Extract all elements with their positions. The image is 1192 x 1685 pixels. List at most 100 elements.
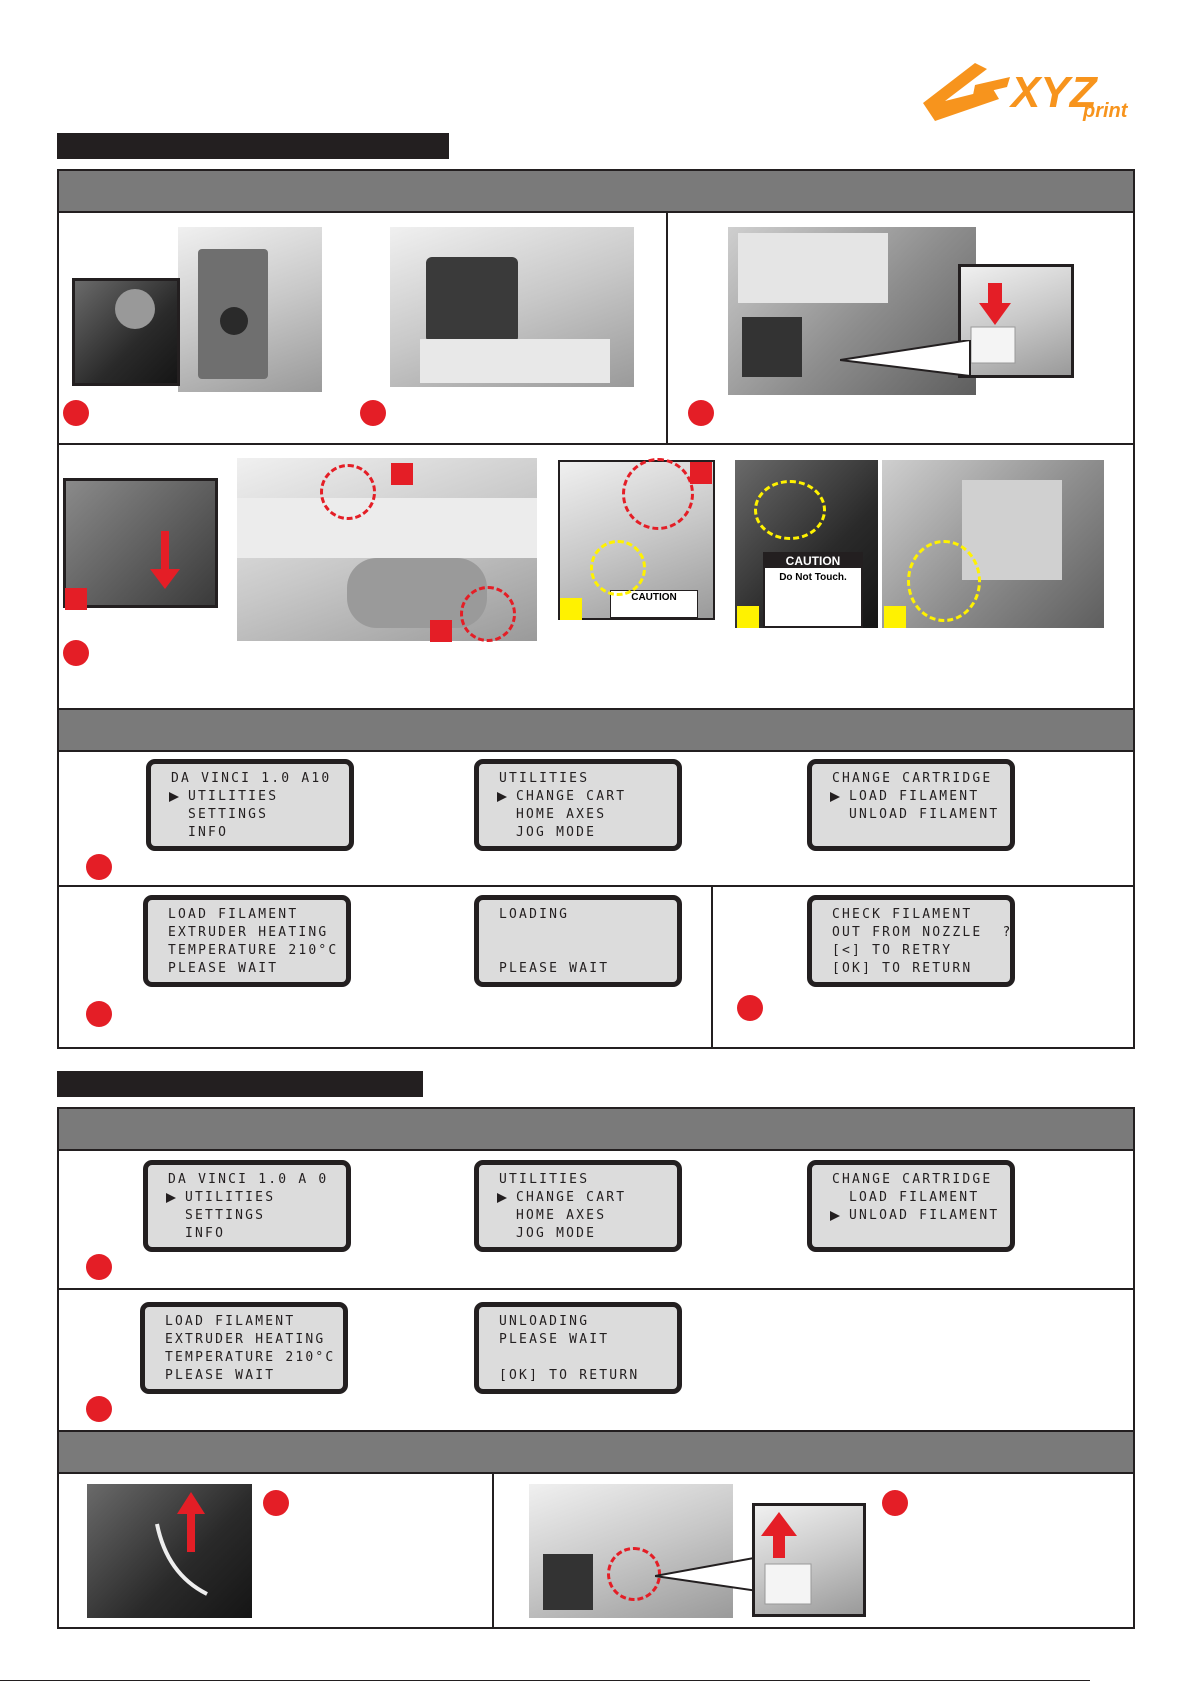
lcd-line: JOG MODE <box>516 825 597 840</box>
printer-bay <box>420 339 610 383</box>
cartridge-port <box>220 307 248 335</box>
lcd-line: [<] TO RETRY <box>832 943 953 958</box>
divider <box>59 443 1133 445</box>
highlight-circle <box>590 540 646 596</box>
arrow-down-icon <box>150 531 180 589</box>
step-marker-square <box>690 462 712 484</box>
lcd-line-selected: CHANGE CART <box>497 1189 677 1207</box>
lcd-line: [OK] TO RETURN <box>832 961 973 976</box>
filament-removal-photo <box>87 1484 252 1618</box>
highlight-circle <box>622 458 694 530</box>
printer-lid <box>738 233 888 303</box>
divider <box>492 1474 494 1627</box>
lcd-line: CHANGE CARTRIDGE <box>832 1172 993 1187</box>
spool-hub <box>115 289 155 329</box>
step-marker <box>86 1001 112 1027</box>
unload-section-frame <box>57 1107 1135 1629</box>
printer-front <box>237 498 537 558</box>
lcd-line-selected: UNLOAD FILAMENT <box>830 1207 1010 1225</box>
cartridge-slot <box>742 317 802 377</box>
caution-label-text: CAUTION <box>631 592 677 603</box>
lcd-line: SETTINGS <box>185 1208 266 1223</box>
caution-sticker-subtitle: Do Not Touch. <box>779 572 847 583</box>
cartridge-in-hand <box>426 257 518 343</box>
divider <box>666 211 668 444</box>
unload-screen-header-band <box>59 1109 1133 1149</box>
lcd-line-selected: UTILITIES <box>166 1189 346 1207</box>
lcd-line: CHANGE CARTRIDGE <box>832 771 993 786</box>
lcd-line <box>499 1349 677 1367</box>
step-marker <box>63 400 89 426</box>
step-marker <box>86 1396 112 1422</box>
unload-section-title-bar <box>57 1071 423 1097</box>
step-marker <box>360 400 386 426</box>
lcd-line-selected: LOAD FILAMENT <box>830 788 1010 806</box>
lcd-line: LOADING <box>499 907 570 922</box>
caution-sticker: CAUTION Do Not Touch. <box>763 552 863 628</box>
caution-sticker-title: CAUTION <box>765 554 861 568</box>
xyz-logo-icon: XYZ print <box>923 63 1129 122</box>
lcd-line <box>499 924 677 942</box>
callout-wedge-icon <box>840 340 971 378</box>
highlight-circle <box>607 1547 661 1601</box>
lcd-line: EXTRUDER HEATING <box>165 1332 326 1347</box>
divider <box>59 1149 1133 1151</box>
lcd-screen-unloading: UNLOADING PLEASE WAIT [OK] TO RETURN <box>474 1302 682 1394</box>
insert-cartridge-photo <box>390 227 634 387</box>
lcd-line: PLEASE WAIT <box>499 1332 610 1347</box>
lcd-line: EXTRUDER HEATING <box>168 925 329 940</box>
lcd-line: CHECK FILAMENT <box>832 907 973 922</box>
lcd-line: UNLOAD FILAMENT <box>849 807 1000 822</box>
arrow-down-icon <box>970 283 1016 364</box>
divider <box>59 1472 1133 1474</box>
step-marker <box>263 1490 289 1516</box>
latch-detail-inset <box>958 264 1074 378</box>
divider <box>59 1430 1133 1432</box>
lcd-line-selected: CHANGE CART <box>497 788 677 806</box>
divider <box>59 708 1133 710</box>
load-screen-header-band <box>59 710 1133 750</box>
divider <box>59 885 1133 887</box>
lcd-line: TEMPERATURE 210°C <box>165 1350 336 1365</box>
lcd-line: LOAD FILAMENT <box>168 907 299 922</box>
lcd-line: SETTINGS <box>188 807 269 822</box>
lcd-screen-utilities: UTILITIES CHANGE CART HOME AXES JOG MODE <box>474 759 682 851</box>
lcd-line-selected: UTILITIES <box>169 788 349 806</box>
step-marker <box>882 1490 908 1516</box>
step-marker <box>737 995 763 1021</box>
lcd-screen-extruder-heating: LOAD FILAMENT EXTRUDER HEATING TEMPERATU… <box>140 1302 348 1394</box>
lcd-screen-main-menu: DA VINCI 1.0 A10 UTILITIES SETTINGS INFO <box>146 759 354 851</box>
load-hardware-header-band <box>59 171 1133 211</box>
lcd-screen-main-menu: DA VINCI 1.0 A 0 UTILITIES SETTINGS INFO <box>143 1160 351 1252</box>
unload-hardware-header-band <box>59 1432 1133 1472</box>
lcd-screen-check-filament: CHECK FILAMENT OUT FROM NOZZLE ? [<] TO … <box>807 895 1015 987</box>
step-marker <box>688 400 714 426</box>
highlight-circle <box>754 480 826 540</box>
lcd-line: INFO <box>188 825 229 840</box>
filament-feed-inset <box>63 478 218 608</box>
page-bottom-rule <box>0 1680 1090 1681</box>
lcd-line: UTILITIES <box>499 771 590 786</box>
svg-text:print: print <box>1082 100 1129 122</box>
step-marker <box>86 854 112 880</box>
step-marker-square <box>391 463 413 485</box>
load-section-frame <box>57 169 1135 1049</box>
step-marker-square <box>430 620 452 642</box>
lcd-line: LOAD FILAMENT <box>165 1314 296 1329</box>
brand-logo: XYZ print <box>915 55 1145 135</box>
latch-detail-inset <box>752 1503 866 1617</box>
lcd-line: OUT FROM NOZZLE ? <box>832 925 1013 940</box>
lcd-line: DA VINCI 1.0 A10 <box>171 771 332 786</box>
highlight-marker-square <box>737 606 759 628</box>
lcd-line: TEMPERATURE 210°C <box>168 943 339 958</box>
lcd-line: PLEASE WAIT <box>165 1368 276 1383</box>
highlight-marker-square <box>884 606 906 628</box>
divider <box>59 211 1133 213</box>
highlight-marker-square <box>560 598 582 620</box>
lcd-line: PLEASE WAIT <box>499 961 610 976</box>
divider <box>711 885 713 1048</box>
svg-text:XYZ: XYZ <box>1008 68 1099 117</box>
lcd-line <box>499 942 677 960</box>
lcd-line: DA VINCI 1.0 A 0 <box>168 1172 329 1187</box>
highlight-circle <box>460 586 516 642</box>
